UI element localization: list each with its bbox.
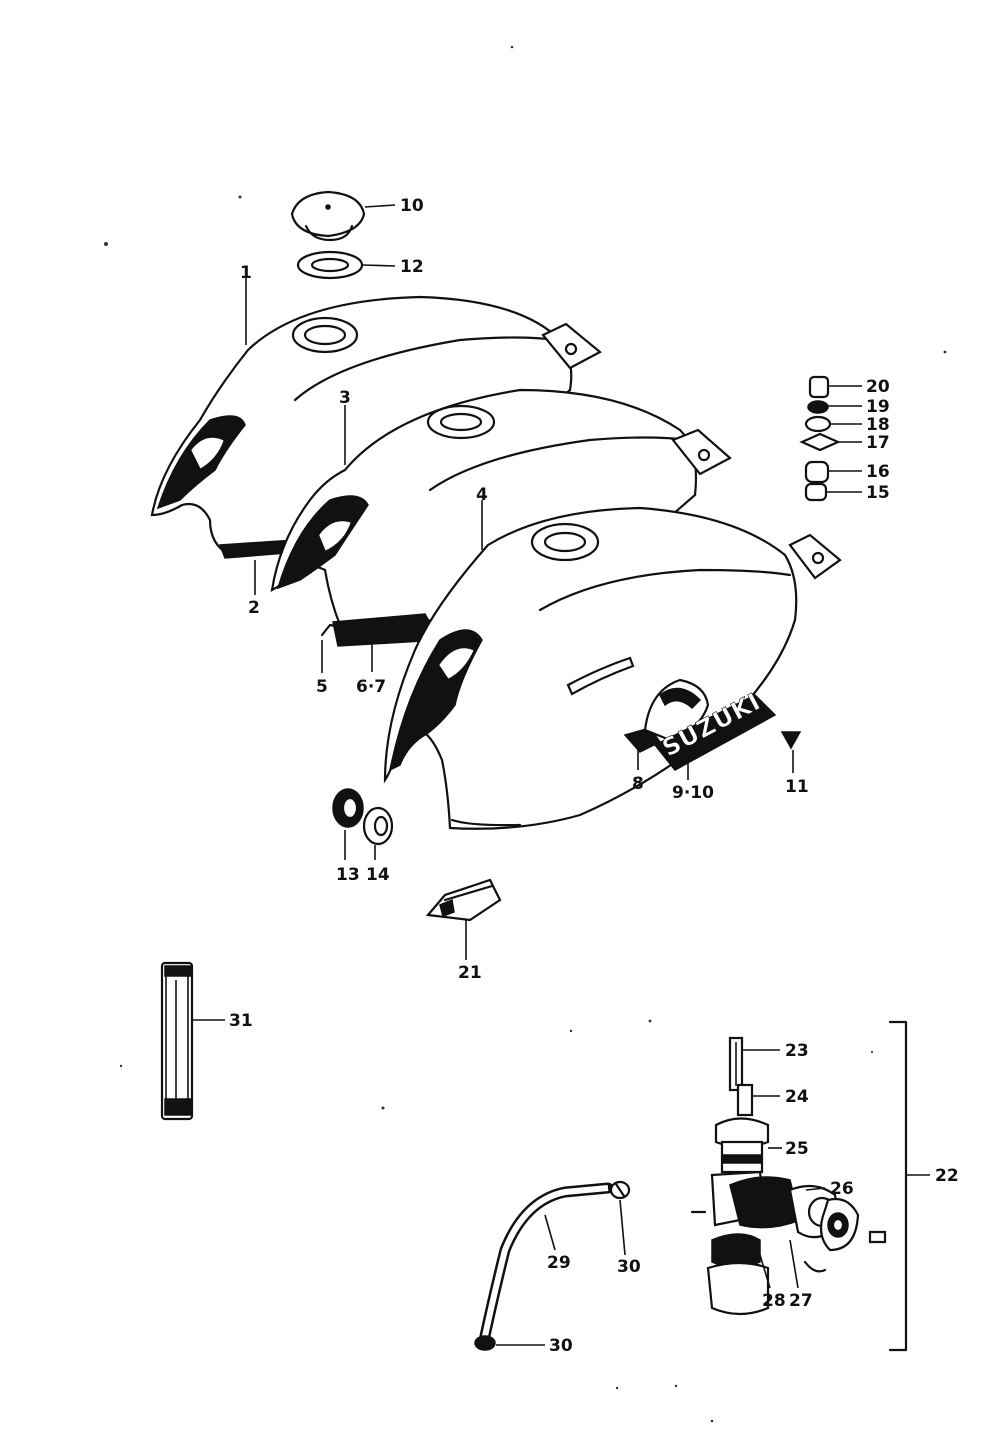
hose-clip-upper[interactable]: [609, 1180, 631, 1200]
emblem-screw[interactable]: [780, 731, 802, 750]
label-11: 11: [785, 777, 809, 797]
label-29: 29: [547, 1253, 571, 1273]
label-20: 20: [866, 377, 890, 397]
bolt-stack[interactable]: [799, 375, 841, 502]
label-6-7: 6·7: [356, 677, 386, 697]
fuel-cap-gasket[interactable]: [296, 250, 364, 280]
label-25: 25: [785, 1139, 809, 1159]
label-10: 10: [400, 196, 424, 216]
fuel-tank-1[interactable]: [150, 295, 602, 559]
label-19: 19: [866, 397, 890, 417]
label-17: 17: [866, 433, 890, 453]
fuel-cap[interactable]: [290, 190, 366, 242]
label-21: 21: [458, 963, 482, 983]
label-30-lower: 30: [549, 1336, 573, 1356]
tank-bracket[interactable]: [425, 878, 502, 922]
fuel-hose[interactable]: [479, 1182, 614, 1342]
label-16: 16: [866, 462, 890, 482]
label-5: 5: [316, 677, 328, 697]
label-15: 15: [866, 483, 890, 503]
label-26: 26: [830, 1179, 854, 1199]
label-9-10: 9·10: [672, 783, 714, 803]
label-27: 27: [789, 1291, 813, 1311]
cushion-14[interactable]: [362, 806, 394, 846]
leader-lines: [192, 204, 930, 1346]
cushion-13[interactable]: [332, 788, 364, 828]
label-24: 24: [785, 1087, 809, 1107]
label-12: 12: [400, 257, 424, 277]
label-22: 22: [935, 1166, 959, 1186]
label-2: 2: [248, 598, 260, 618]
assembly-bracket: [888, 1020, 908, 1352]
label-13: 13: [336, 865, 360, 885]
label-28: 28: [762, 1291, 786, 1311]
label-8: 8: [632, 774, 644, 794]
tank-strap[interactable]: [160, 961, 194, 1121]
label-31: 31: [229, 1011, 253, 1031]
label-1: 1: [240, 263, 252, 283]
label-4: 4: [476, 485, 488, 505]
label-18: 18: [866, 415, 890, 435]
hose-clip-lower[interactable]: [474, 1335, 496, 1351]
label-23: 23: [785, 1041, 809, 1061]
label-3: 3: [339, 388, 351, 408]
label-30-upper: 30: [617, 1257, 641, 1277]
label-14: 14: [366, 865, 390, 885]
part-labels: 10 12 1 3 4 2 5 6·7 8 9·10 11 13 14 20 1…: [229, 196, 959, 1356]
scan-specks: [104, 45, 947, 1423]
fuel-cock-assembly[interactable]: [690, 1036, 887, 1316]
